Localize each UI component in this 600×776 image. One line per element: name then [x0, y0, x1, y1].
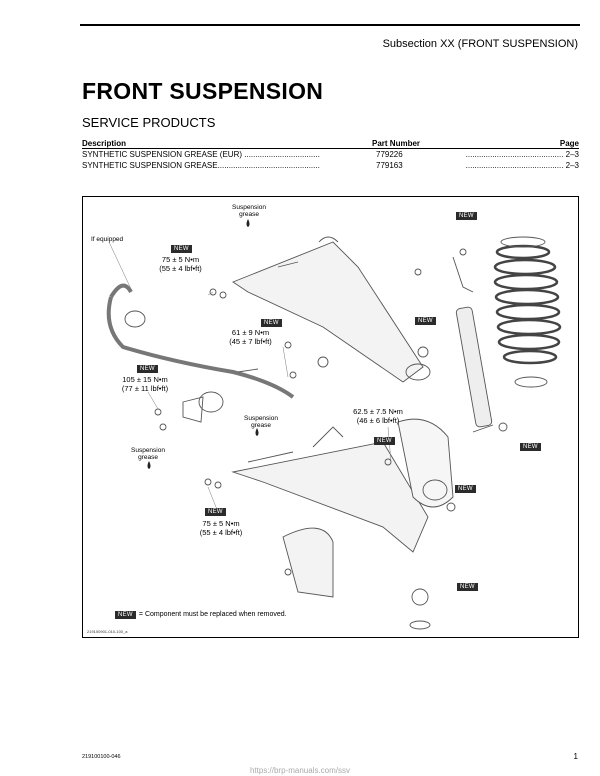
torque-spec-75-upper: 75 ± 5 N•m (55 ± 4 lbf•ft)	[159, 255, 202, 273]
new-tag: NEW	[457, 583, 478, 591]
new-tag: NEW	[455, 485, 476, 493]
label-grease-mid: Suspension grease	[244, 415, 278, 429]
new-tag: NEW	[261, 319, 282, 327]
product-description: SYNTHETIC SUSPENSION GREASE.............…	[82, 161, 320, 170]
legend-new-tag: NEW	[115, 611, 136, 619]
source-url[interactable]: https://brp-manuals.com/ssv	[249, 766, 351, 775]
new-tag: NEW	[171, 245, 192, 253]
suspension-illustration	[106, 219, 562, 630]
table-row: SYNTHETIC SUSPENSION GREASE (EUR) ......…	[82, 149, 579, 161]
col-part-number: Part Number	[372, 138, 432, 149]
table-row: SYNTHETIC SUSPENSION GREASE.............…	[82, 160, 579, 171]
product-page[interactable]: ........................................…	[465, 161, 579, 170]
label-if-equipped: If equipped	[91, 236, 124, 243]
label-text: Suspension grease	[232, 204, 266, 218]
new-tag: NEW	[456, 212, 477, 220]
torque-spec-105: 105 ± 15 N•m (77 ± 11 lbf•ft)	[121, 375, 169, 393]
new-tag: NEW	[374, 437, 395, 445]
legend-text: = Component must be replaced when remove…	[138, 611, 287, 618]
col-description: Description	[82, 138, 372, 149]
product-part-number: 779163	[376, 161, 403, 170]
product-page[interactable]: ........................................…	[465, 150, 579, 159]
new-tag: NEW	[137, 365, 158, 373]
product-part-number: 779226	[376, 150, 403, 159]
page-number: 1	[573, 752, 578, 761]
torque-spec-61: 61 ± 9 N•m (45 ± 7 lbf•ft)	[229, 328, 272, 346]
service-products-table: Description Part Number Page SYNTHETIC S…	[82, 138, 579, 171]
torque-spec-62-5: 62.5 ± 7.5 N•m (46 ± 6 lbf•ft)	[353, 407, 403, 425]
document-id: 219100100-046	[82, 754, 121, 760]
subsection-header: Subsection XX (FRONT SUSPENSION)	[382, 38, 578, 50]
product-description: SYNTHETIC SUSPENSION GREASE (EUR) ......…	[82, 150, 320, 159]
header-rule	[80, 24, 580, 26]
new-tag: NEW	[205, 508, 226, 516]
label-grease-top: Suspension grease	[224, 204, 274, 218]
figure-legend: NEW= Component must be replaced when rem…	[115, 611, 287, 619]
page-title: FRONT SUSPENSION	[82, 78, 324, 104]
section-heading: SERVICE PRODUCTS	[82, 115, 216, 130]
col-page: Page	[432, 138, 579, 149]
new-tag: NEW	[520, 443, 541, 451]
exploded-view-figure: Suspension grease If equipped NEW 75 ± 5…	[82, 196, 579, 638]
torque-spec-75-lower: 75 ± 5 N•m (55 ± 4 lbf•ft)	[199, 519, 243, 537]
figure-id: 219100901-010-100_a	[87, 629, 128, 634]
new-tag: NEW	[415, 317, 436, 325]
table-header-row: Description Part Number Page	[82, 138, 579, 149]
label-grease-left: Suspension grease	[131, 447, 165, 461]
